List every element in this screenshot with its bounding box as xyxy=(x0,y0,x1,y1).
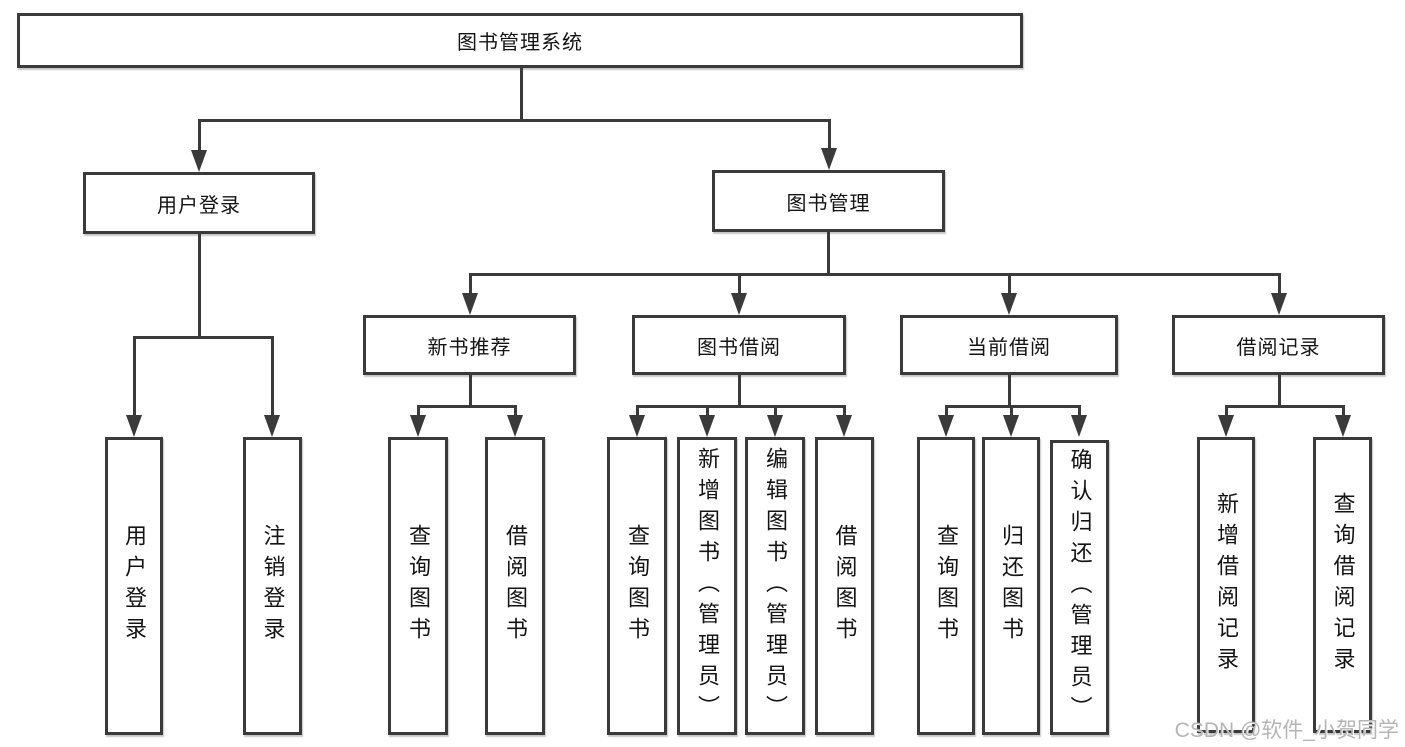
node-user-login: 用户登录 xyxy=(83,172,315,234)
leaf-borrow-add-admin: 新增图书（管理员） xyxy=(677,437,737,735)
leaf-current-confirm-admin-label: 确认归还（管理员） xyxy=(1067,448,1093,727)
connector-stub-bb-borrow xyxy=(843,405,846,418)
connector-stub-bb-edit xyxy=(774,405,777,418)
root-node-library-system: 图书管理系统 xyxy=(17,13,1023,68)
leaf-newbooks-query-label: 查询图书 xyxy=(406,524,431,648)
connector-user-drop xyxy=(198,234,201,339)
arrowhead-book-mgmt xyxy=(821,148,837,170)
node-new-books-label: 新书推荐 xyxy=(427,336,512,359)
node-current-borrow: 当前借阅 xyxy=(900,315,1118,375)
arrowhead-leaf-logout xyxy=(264,415,280,437)
leaf-newbooks-borrow: 借阅图书 xyxy=(485,437,545,735)
connector-stub-nb-borrow xyxy=(514,405,517,418)
connector-bookmgmt-rail xyxy=(469,273,1281,276)
node-user-login-label: 用户登录 xyxy=(157,194,241,217)
arrowhead-current-borrow xyxy=(1001,293,1017,315)
arrowhead-nb-query xyxy=(410,415,426,437)
leaf-user-login-label: 用户登录 xyxy=(122,524,147,648)
leaf-borrow-query: 查询图书 xyxy=(607,437,667,735)
csdn-watermark: CSDN @软件_小贺同学 xyxy=(1174,719,1399,742)
leaf-borrow-edit-admin: 编辑图书（管理员） xyxy=(745,437,805,735)
root-node-label: 图书管理系统 xyxy=(457,32,583,54)
arrowhead-bb-add xyxy=(699,415,715,437)
leaf-current-query: 查询图书 xyxy=(917,437,975,735)
node-book-management-label: 图书管理 xyxy=(786,192,871,215)
arrowhead-cb-query xyxy=(938,415,954,437)
leaf-newbooks-borrow-label: 借阅图书 xyxy=(503,524,528,648)
arrowhead-bb-borrow xyxy=(836,415,852,437)
connector-stub-br-query xyxy=(1342,405,1345,418)
connector-stub-leaf-logout xyxy=(271,336,274,418)
node-borrow-records: 借阅记录 xyxy=(1172,315,1385,375)
connector-stub-cb-query xyxy=(945,405,948,418)
connector-stub-current-borrow xyxy=(1008,273,1011,298)
connector-cb-drop xyxy=(1008,375,1011,408)
connector-br-rail xyxy=(1225,405,1345,408)
connector-user-rail xyxy=(133,336,274,339)
connector-stub-user-login xyxy=(198,119,201,153)
leaf-newbooks-query: 查询图书 xyxy=(388,437,448,735)
arrowhead-nb-borrow xyxy=(507,415,523,437)
node-new-books: 新书推荐 xyxy=(363,315,576,375)
arrowhead-new-books xyxy=(462,293,478,315)
connector-br-drop xyxy=(1278,375,1281,408)
connector-stub-nb-query xyxy=(417,405,420,418)
leaf-borrow-borrow-label: 借阅图书 xyxy=(832,524,858,648)
connector-newbooks-drop xyxy=(469,375,472,408)
connector-root-rail xyxy=(198,119,831,122)
connector-bb-rail xyxy=(636,405,845,408)
leaf-borrow-query-label: 查询图书 xyxy=(625,524,650,648)
connector-stub-book-borrow xyxy=(738,273,741,298)
leaf-records-query: 查询借阅记录 xyxy=(1313,437,1372,733)
connector-bb-drop xyxy=(738,375,741,408)
node-book-borrow: 图书借阅 xyxy=(632,315,846,375)
connector-stub-new-books xyxy=(469,273,472,298)
connector-root-drop xyxy=(520,68,523,122)
connector-stub-book-mgmt xyxy=(828,119,831,150)
leaf-current-return-label: 归还图书 xyxy=(999,524,1024,648)
arrowhead-br-add xyxy=(1218,415,1234,437)
arrowhead-cb-return xyxy=(1003,415,1019,437)
leaf-current-query-label: 查询图书 xyxy=(934,524,959,648)
arrowhead-borrow-records xyxy=(1271,293,1287,315)
arrowhead-bb-edit xyxy=(767,415,783,437)
connector-stub-cb-return xyxy=(1010,405,1013,418)
leaf-borrow-add-admin-label: 新增图书（管理员） xyxy=(695,446,720,726)
leaf-logout: 注销登录 xyxy=(243,437,302,735)
leaf-records-query-label: 查询借阅记录 xyxy=(1330,492,1356,678)
arrowhead-book-borrow xyxy=(731,293,747,315)
connector-stub-bb-query xyxy=(636,405,639,418)
connector-stub-borrow-records xyxy=(1278,273,1281,298)
node-borrow-records-label: 借阅记录 xyxy=(1236,336,1321,359)
node-book-borrow-label: 图书借阅 xyxy=(697,336,781,359)
node-current-borrow-label: 当前借阅 xyxy=(967,336,1051,359)
arrowhead-bb-query xyxy=(629,415,645,437)
arrowhead-user-login xyxy=(191,150,207,172)
leaf-current-confirm-admin: 确认归还（管理员） xyxy=(1050,440,1109,735)
node-book-management: 图书管理 xyxy=(712,170,945,232)
arrowhead-leaf-login xyxy=(126,415,142,437)
leaf-borrow-borrow: 借阅图书 xyxy=(815,437,874,735)
connector-stub-cb-confirm xyxy=(1078,405,1081,418)
leaf-records-add-label: 新增借阅记录 xyxy=(1214,492,1239,678)
arrowhead-cb-confirm xyxy=(1071,415,1087,437)
leaf-logout-label: 注销登录 xyxy=(260,524,286,648)
leaf-user-login: 用户登录 xyxy=(105,437,163,735)
connector-bookmgmt-drop xyxy=(827,232,830,276)
leaf-borrow-edit-admin-label: 编辑图书（管理员） xyxy=(763,446,788,726)
connector-stub-leaf-login xyxy=(133,336,136,418)
connector-newbooks-rail xyxy=(417,405,517,408)
connector-stub-br-add xyxy=(1225,405,1228,418)
leaf-records-add: 新增借阅记录 xyxy=(1197,437,1255,733)
connector-stub-bb-add xyxy=(706,405,709,418)
leaf-current-return: 归还图书 xyxy=(982,437,1040,735)
arrowhead-br-query xyxy=(1335,415,1351,437)
